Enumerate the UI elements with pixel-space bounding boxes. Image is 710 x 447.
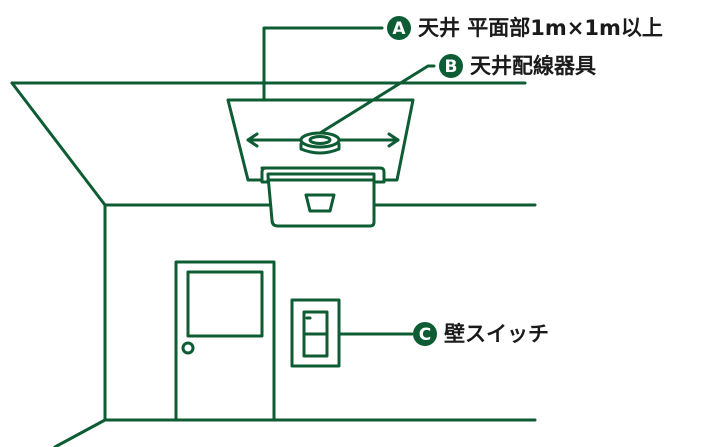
leader-a	[262, 26, 384, 102]
label-a: A 天井 平面部1m×1m以上	[387, 16, 663, 40]
ceiling-unit	[260, 166, 386, 228]
leader-b	[318, 64, 436, 135]
ceiling-wiring-fixture	[299, 131, 341, 155]
badge-b	[439, 54, 463, 78]
ceiling-left-diagonal	[10, 81, 107, 207]
floor-left-diagonal	[53, 418, 107, 447]
badge-b-letter: B	[445, 57, 458, 77]
door	[174, 260, 276, 422]
label-c-text: 壁スイッチ	[444, 322, 549, 346]
label-a-text: 天井 平面部1m×1m以上	[418, 16, 663, 40]
badge-c	[413, 322, 437, 346]
label-b-text: 天井配線器具	[470, 54, 596, 78]
badge-c-letter: C	[419, 325, 431, 345]
badge-a	[387, 16, 411, 40]
wall-switch	[290, 298, 341, 368]
label-b: B 天井配線器具	[439, 54, 596, 78]
badge-a-letter: A	[392, 19, 406, 39]
label-c: C 壁スイッチ	[413, 322, 549, 346]
